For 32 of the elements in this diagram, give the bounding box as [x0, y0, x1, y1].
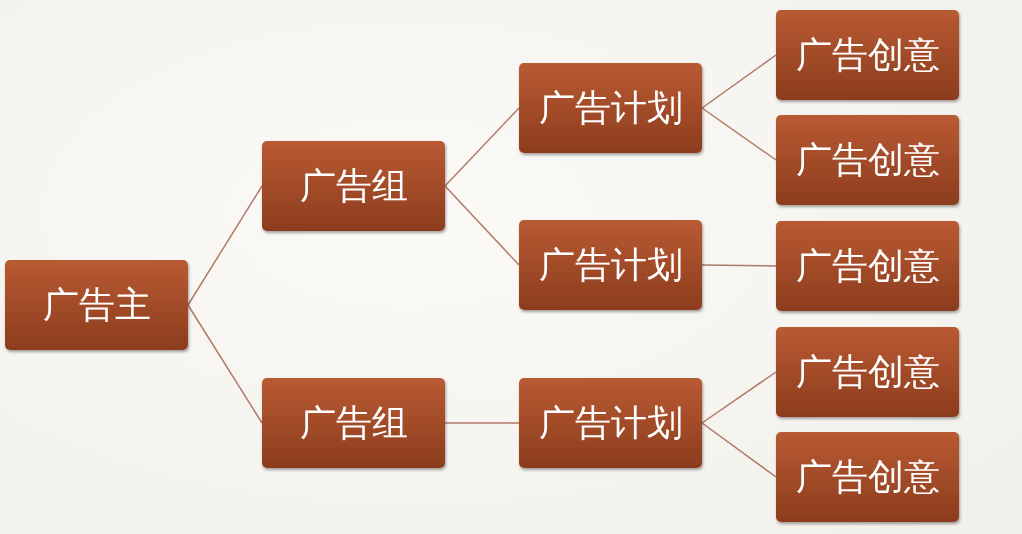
- node-label: 广告计划: [538, 400, 683, 445]
- node-label: 广告计划: [538, 242, 683, 287]
- node-label: 广告创意: [795, 32, 940, 77]
- node-label: 广告主: [42, 282, 151, 327]
- node-box: [262, 141, 445, 231]
- node-box: [519, 63, 702, 153]
- connector-line: [444, 422, 520, 424]
- node-label: 广告创意: [795, 243, 940, 288]
- node-box: [519, 378, 702, 468]
- node-box: [262, 378, 445, 468]
- node-box: [5, 260, 188, 350]
- connector-line: [701, 371, 777, 424]
- node-label: 广告计划: [538, 85, 683, 130]
- connector-line: [444, 107, 520, 187]
- connector-line: [187, 304, 263, 424]
- node-label: 广告创意: [795, 349, 940, 394]
- node-label: 广告创意: [795, 454, 940, 499]
- node-box: [776, 221, 959, 311]
- connector-line: [701, 422, 777, 478]
- node-box: [519, 220, 702, 310]
- node-label: 广告组: [299, 163, 408, 208]
- node-label: 广告创意: [795, 137, 940, 182]
- connector-line: [187, 185, 263, 306]
- node-label: 广告组: [299, 400, 408, 445]
- node-box: [776, 10, 959, 100]
- connector-line: [444, 185, 520, 266]
- connector-line: [701, 264, 777, 267]
- node-box: [776, 432, 959, 522]
- connector-line: [701, 54, 777, 109]
- node-box: [776, 115, 959, 205]
- connector-line: [701, 107, 777, 161]
- node-box: [776, 327, 959, 417]
